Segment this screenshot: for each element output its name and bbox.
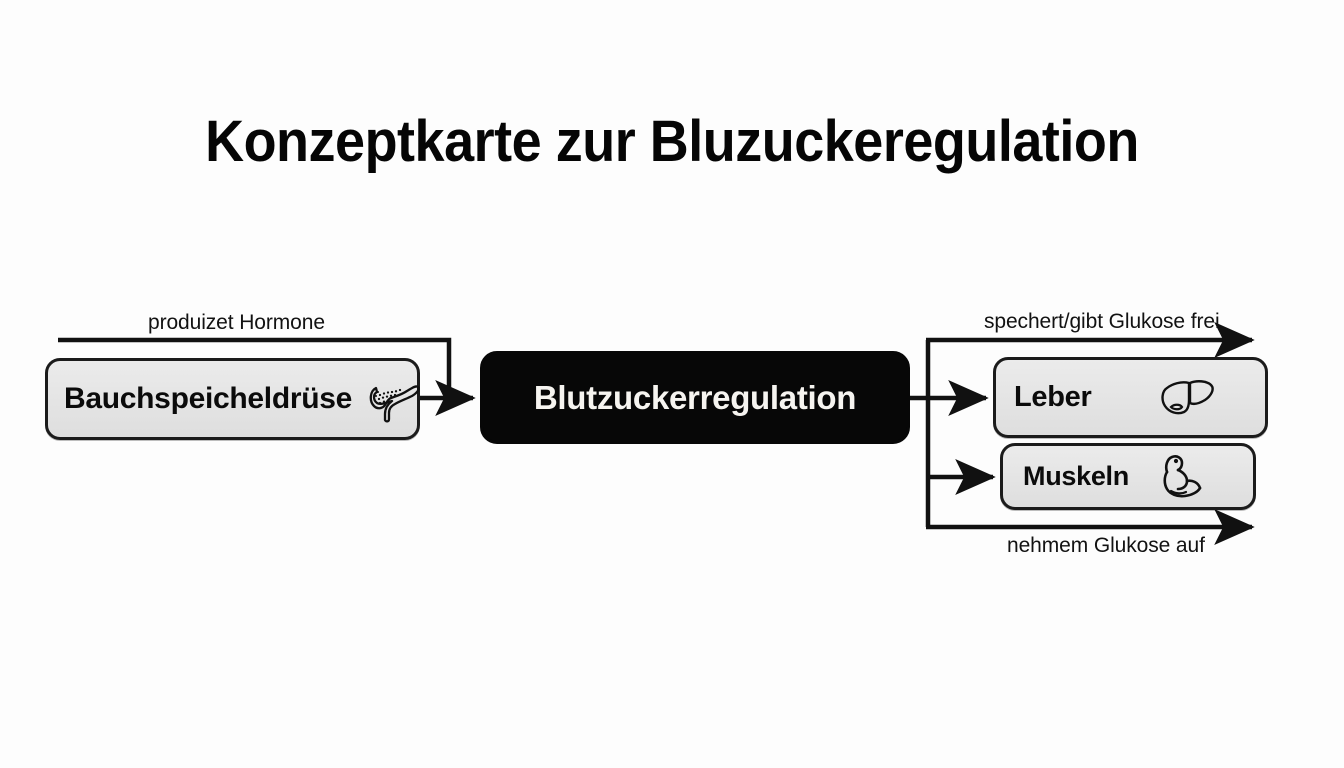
edge-label-store-release-glucose: spechert/gibt Glukose frei	[984, 310, 1220, 333]
edge-center-to-organs	[910, 340, 996, 527]
node-leber[interactable]: Leber	[993, 357, 1268, 438]
node-blutzuckerregulation[interactable]: Blutzuckerregulation	[480, 351, 910, 444]
liver-icon	[1159, 374, 1217, 422]
edge-label-glucose-uptake: nehmem Glukose auf	[1007, 534, 1205, 557]
page-title: Konzeptkarte zur Bluzuckeregulation	[205, 109, 1139, 174]
node-bauchspeicheldruese[interactable]: Bauchspeicheldrüse	[45, 358, 420, 440]
node-muskeln[interactable]: Muskeln	[1000, 443, 1256, 510]
node-label-bauchspeicheldruese: Bauchspeicheldrüse	[64, 382, 353, 415]
node-label-muskeln: Muskeln	[1023, 461, 1129, 491]
node-label-blutzuckerregulation: Blutzuckerregulation	[533, 378, 857, 416]
node-label-leber: Leber	[1014, 381, 1092, 413]
edge-label-produces-hormones: produizet Hormone	[148, 311, 325, 334]
flexed-bicep-icon	[1153, 453, 1205, 501]
pancreas-icon	[366, 374, 422, 424]
